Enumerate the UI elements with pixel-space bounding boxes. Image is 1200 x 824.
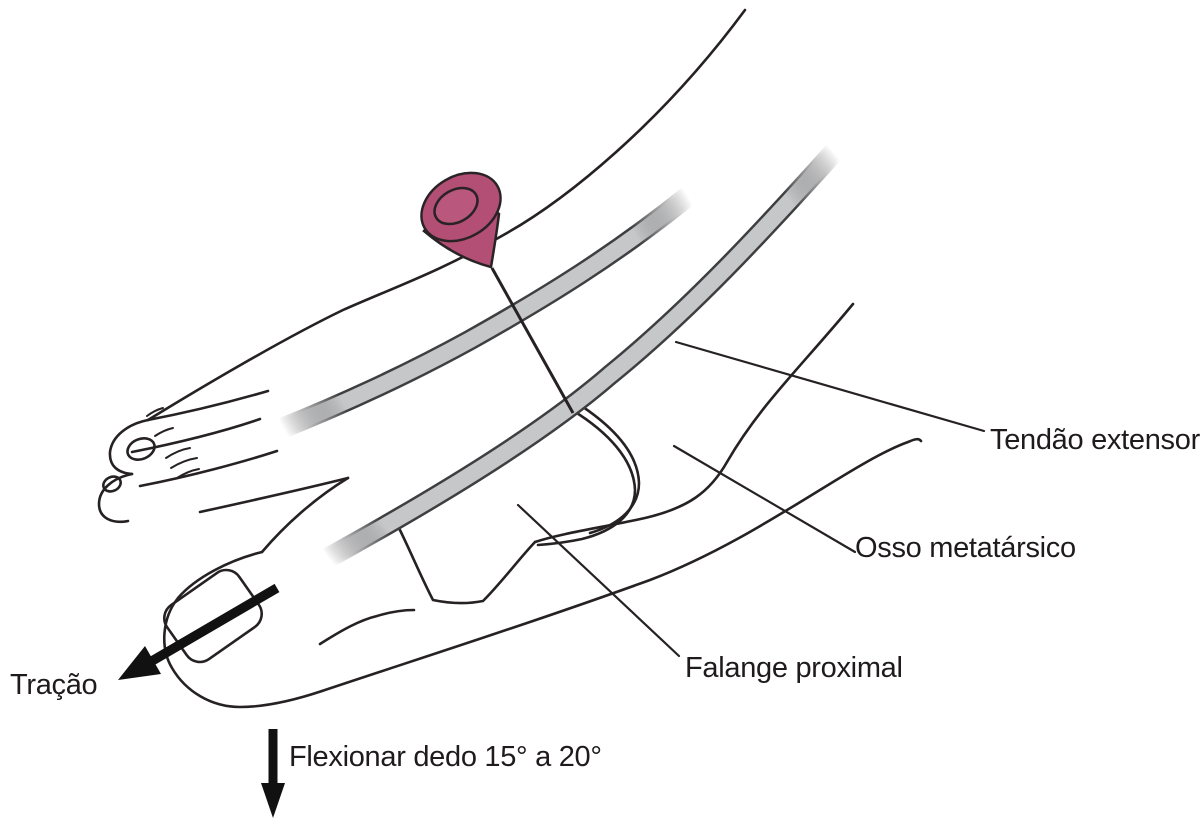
pin-cone-rim-inner (433, 186, 479, 226)
toe-wrinkles (146, 407, 200, 479)
tendon-band (322, 144, 842, 568)
arrow-down-left-icon (118, 583, 280, 680)
big-toe-outline (162, 550, 324, 709)
leader-lines (516, 340, 986, 658)
arrow-down-icon (261, 729, 285, 818)
foot-outline (97, 8, 923, 709)
sole-line (320, 437, 923, 693)
extensor-tendons (279, 144, 842, 568)
label-osso-metatarsico: Osso metatársico (855, 532, 1076, 564)
leader-osso (672, 444, 857, 554)
label-tracao: Tração (10, 669, 97, 701)
leader-tendao (674, 340, 986, 433)
label-tendao-extensor: Tendão extensor (990, 424, 1200, 456)
toe-web-notch (260, 476, 350, 554)
needle-pin-icon (420, 171, 575, 414)
toe-tip (108, 418, 150, 476)
toe-separator-line (146, 389, 270, 422)
toe-separator-line (138, 449, 279, 488)
toe-web-notch (198, 476, 350, 514)
tendon-band (280, 189, 694, 436)
toe-tip (97, 472, 134, 524)
toe-crease-line (318, 608, 416, 646)
metatarsal-line (533, 302, 855, 544)
needle-shaft (490, 267, 575, 414)
tendon-band (324, 146, 840, 565)
leader-falange (516, 503, 681, 658)
leg-outline-line (146, 8, 747, 422)
label-flexionar: Flexionar dedo 15° a 20° (289, 741, 602, 773)
toenail (102, 475, 122, 493)
mtp-joint-arc-inner (575, 401, 641, 535)
toenail (126, 437, 156, 461)
label-falange-proximal: Falange proximal (685, 652, 903, 684)
phalanx-line (395, 522, 537, 605)
toe-separator-line (130, 417, 262, 454)
